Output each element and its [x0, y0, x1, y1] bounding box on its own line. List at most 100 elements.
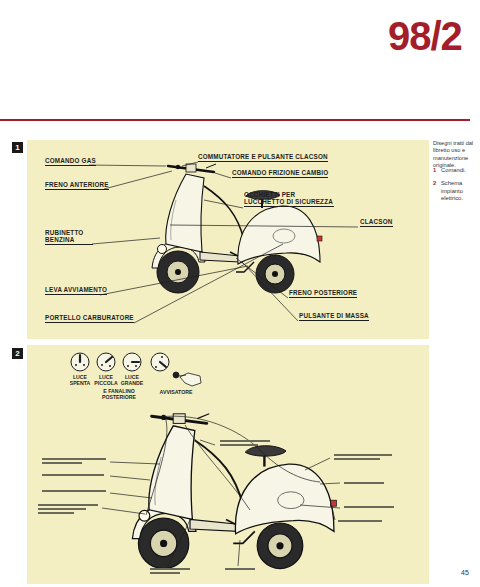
switch-symbol [151, 353, 169, 371]
leader-line [182, 162, 198, 166]
leader-line [204, 200, 243, 208]
panel-two [132, 414, 336, 569]
illegible-caption [334, 458, 380, 460]
callout-number: 1 [433, 167, 436, 175]
part-label: OCCHIETTI PER LUCCHETTO DI SICUREZZA [244, 191, 334, 207]
switch-symbol [123, 353, 141, 371]
wire [146, 420, 167, 515]
leader-line [134, 244, 283, 323]
switch-lever [79, 355, 81, 362]
part-label: COMMUTATORE E PULSANTE CLACSON [198, 153, 328, 162]
part-label: COMANDO FRIZIONE CAMBIO [232, 169, 328, 178]
leader-line [89, 162, 358, 323]
part-label: COMANDO GAS [45, 157, 96, 166]
switch-label: LUCE PICCOLA [93, 375, 119, 387]
leader-line [170, 225, 358, 227]
illegible-caption [42, 458, 106, 460]
illegible-caption [150, 568, 190, 570]
page-title: 98/2 [388, 16, 462, 56]
illegible-caption [338, 520, 382, 522]
part-label: CLACSON [360, 218, 393, 227]
wire [320, 483, 340, 484]
part-label: PORTELLO CARBURATORE [45, 314, 134, 323]
switch-label: AVVISATORE [154, 390, 198, 396]
illegible-caption [150, 572, 180, 574]
illegible-caption [38, 508, 86, 510]
switch-dot [101, 364, 103, 366]
switch-label: LUCE SPENTA [67, 375, 93, 387]
switch-lever [160, 362, 166, 367]
horn-hand-symbol [173, 372, 179, 378]
switch-lever [80, 355, 166, 367]
part-label: LEVA AVVIAMENTO [45, 286, 107, 295]
caption-item: Schema impianto elettrico. [441, 180, 477, 203]
switch-dot [75, 364, 77, 366]
wire [238, 540, 240, 566]
switch-dot [127, 365, 129, 367]
caption-item: Comandi. [441, 167, 477, 175]
illegible-caption [344, 506, 394, 508]
switch-dot [135, 365, 137, 367]
switch-label: E FANALINO POSTERIORE [97, 389, 141, 401]
wire [160, 416, 320, 482]
illegible-caption [42, 462, 82, 464]
horn-hand-symbol [180, 373, 201, 386]
wire [200, 440, 215, 445]
wire [305, 458, 330, 470]
leader-line [89, 165, 166, 166]
illegible-caption [334, 454, 392, 456]
wire [110, 493, 152, 498]
switch-dot [83, 364, 85, 366]
page-number: 45 [461, 569, 469, 577]
panel-number: 1 [12, 142, 23, 153]
part-label: PULSANTE DI MASSA [299, 312, 369, 321]
horn-hand-symbol [179, 375, 186, 376]
illegible-caption [225, 568, 255, 570]
wire [300, 505, 340, 508]
leader-line [100, 266, 248, 295]
figure-caption: Disegni tratti dal libretto uso e manute… [433, 140, 477, 169]
switch-symbol [71, 353, 169, 371]
panel-two [27, 345, 429, 584]
switch-dot [155, 366, 157, 368]
panel-two [27, 345, 429, 584]
panel-number: 2 [12, 348, 23, 359]
switch-lever [132, 361, 139, 363]
switch-dot [109, 365, 111, 367]
switch-dot [161, 356, 163, 358]
part-label: FRENO POSTERIORE [289, 289, 357, 298]
horn-hand-symbol [173, 372, 201, 386]
wire [102, 416, 340, 566]
illegible-caption [220, 444, 258, 446]
illegible-caption [38, 504, 98, 506]
panel-one [27, 140, 429, 339]
switch-symbol [97, 353, 115, 371]
wire [110, 476, 150, 480]
callout-number: 2 [433, 180, 436, 188]
leader-line [92, 238, 160, 244]
illegible-caption [42, 474, 104, 476]
wire [330, 500, 335, 520]
wire [185, 425, 250, 510]
switch-symbol [71, 353, 89, 371]
illegible-caption [344, 482, 384, 484]
header-rule [0, 119, 470, 121]
switch-lever [106, 357, 112, 362]
wire [168, 520, 190, 566]
illegible-caption [220, 440, 270, 442]
illegible-caption [42, 490, 106, 492]
leader-line [104, 171, 172, 189]
wire [102, 508, 145, 514]
illegible-caption [38, 440, 394, 574]
leader-line [215, 173, 231, 178]
illegible-caption [38, 512, 74, 514]
switch-dot [75, 356, 163, 368]
part-label: RUBINETTO BENZINA [45, 229, 93, 245]
switch-label: LUCE GRANDE [119, 375, 145, 387]
part-label: FRENO ANTERIORE [45, 181, 109, 190]
wire [110, 462, 160, 464]
panel-one [27, 140, 429, 339]
panel-one [152, 164, 322, 293]
